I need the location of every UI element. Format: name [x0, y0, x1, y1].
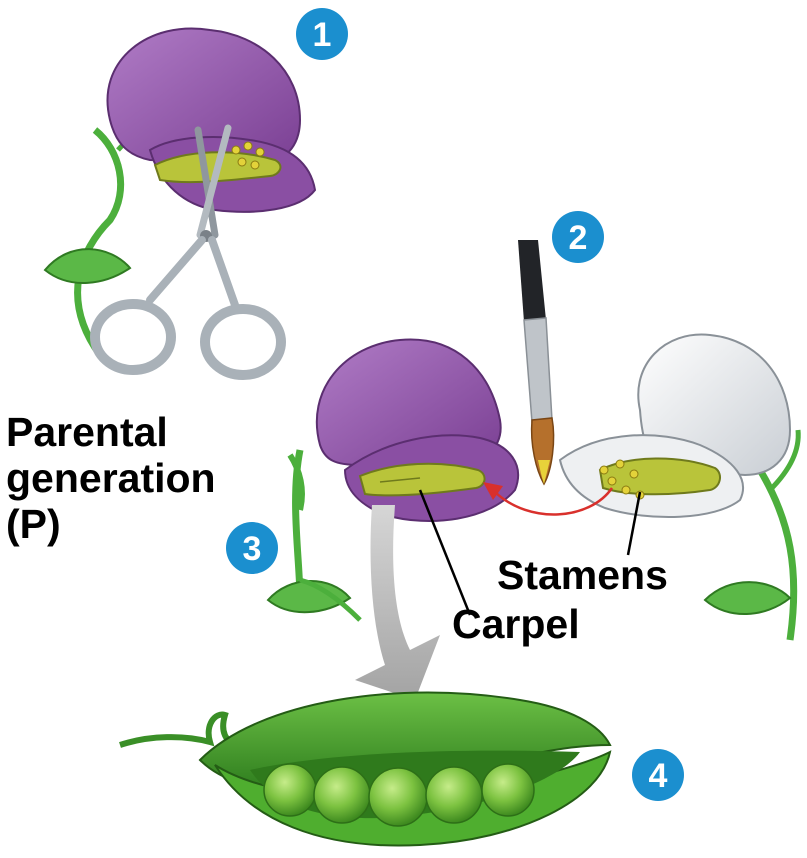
- carpel-label: Carpel: [452, 602, 580, 648]
- pea: [314, 767, 370, 823]
- leaf: [45, 249, 130, 283]
- step-badge-3: 3: [226, 522, 278, 574]
- svg-text:1: 1: [313, 16, 332, 54]
- stamens-label: Stamens: [497, 553, 668, 599]
- paintbrush-icon: [518, 240, 554, 484]
- svg-text:4: 4: [649, 757, 668, 795]
- step-badge-4: 4: [632, 749, 684, 801]
- leaf: [705, 582, 790, 614]
- leaf: [268, 581, 350, 612]
- pea: [426, 767, 482, 823]
- step-badge-1: 1: [296, 8, 348, 60]
- step-badge-2: 2: [552, 211, 604, 263]
- pea: [369, 768, 427, 826]
- gray-down-arrow: [355, 505, 440, 700]
- svg-text:3: 3: [243, 530, 262, 568]
- parental-generation-label: Parental generation (P): [6, 410, 216, 548]
- parental-line-2: generation: [6, 456, 216, 502]
- pea-pod: [120, 693, 610, 846]
- pea: [264, 764, 316, 816]
- pea: [482, 764, 534, 816]
- parental-line-1: Parental: [6, 410, 216, 456]
- parental-line-3: (P): [6, 502, 216, 548]
- svg-text:2: 2: [569, 219, 588, 257]
- purple-flower-emasculated: [45, 28, 315, 355]
